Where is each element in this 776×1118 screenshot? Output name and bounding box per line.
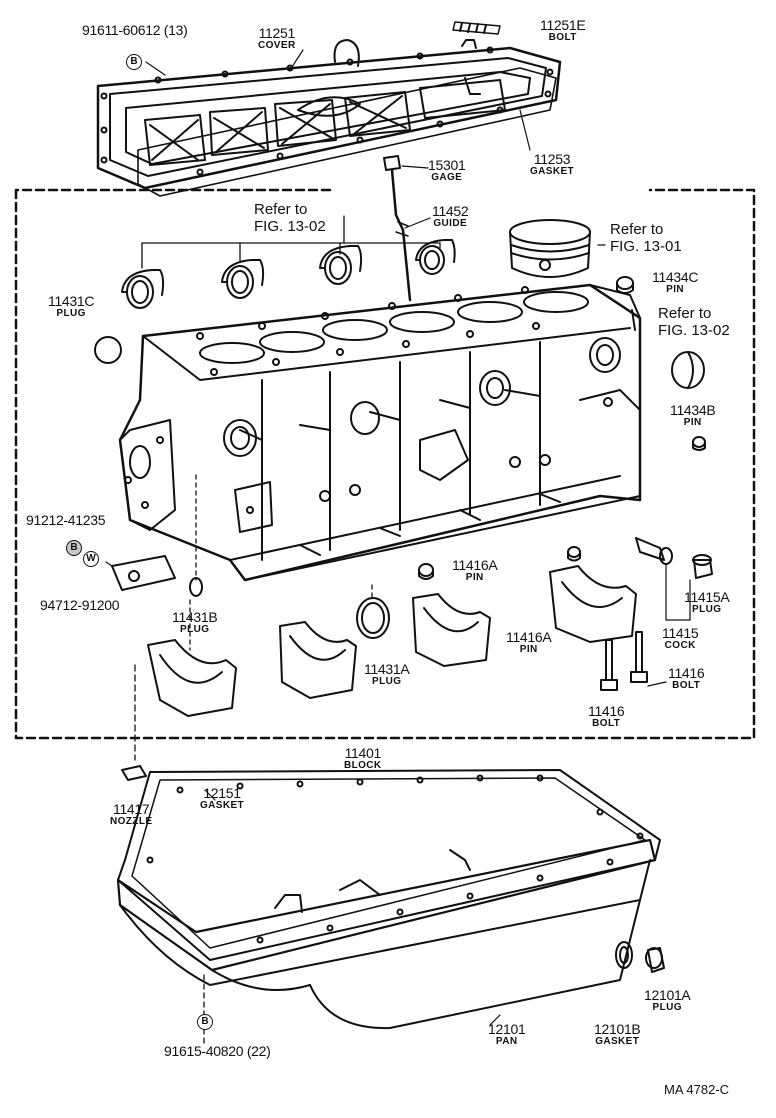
part-number: 12151 — [203, 785, 241, 801]
ref-fig-13-02-top: Refer to FIG. 13-02 — [254, 201, 326, 235]
part-name: PIN — [666, 284, 685, 295]
part-number: 11416 — [588, 703, 625, 719]
part-number: 11416A — [452, 557, 498, 573]
part-name: PLUG — [180, 624, 210, 635]
label-11251E: 11251E BOLT — [540, 17, 586, 43]
part-name: BOLT — [592, 718, 621, 729]
ref-fig-13-01: Refer to FIG. 13-01 — [610, 221, 682, 255]
part-name: COCK — [664, 640, 696, 651]
part-name: BOLT — [672, 680, 701, 691]
part-number: 11415A — [684, 589, 730, 605]
label-11401: 11401 BLOCK — [344, 746, 382, 771]
part-name: PLUG — [56, 308, 86, 319]
label-91611-60612: 91611-60612 (13) — [82, 22, 188, 38]
part-number: 12101A — [644, 987, 691, 1003]
part-number: 11431B — [172, 609, 218, 625]
label-11431B: 11431B PLUG — [172, 609, 218, 635]
part-number: 11416 — [668, 665, 705, 681]
part-number: 11431A — [364, 661, 410, 677]
part-name: GUIDE — [433, 218, 468, 229]
bolt-symbol: B — [66, 540, 82, 556]
assembly-boundary — [14, 188, 756, 740]
engine-block-drawing — [118, 283, 642, 761]
ref-line2: FIG. 13-02 — [254, 218, 326, 235]
part-name: PIN — [465, 572, 484, 583]
label-11431A: 11431A PLUG — [364, 661, 410, 687]
label-11415A: 11415A PLUG — [684, 589, 730, 615]
label-12101B: 12101B GASKET — [594, 1021, 641, 1047]
label-15301: 15301 GAGE — [428, 157, 466, 183]
part-number: 12101B — [594, 1021, 641, 1037]
label-91212-41235: 91212-41235 — [26, 512, 106, 528]
bolt-symbol: B — [126, 54, 142, 70]
bearing-caps-drawing — [147, 565, 637, 717]
part-number: 12101 — [488, 1021, 526, 1037]
part-name: PLUG — [692, 604, 722, 615]
label-11434C: 11434C PIN — [652, 269, 699, 295]
label-11431C: 11431C PLUG — [48, 293, 95, 319]
label-12101A: 12101A PLUG — [644, 987, 691, 1013]
ref-fig-13-02-right: Refer to FIG. 13-02 — [658, 305, 730, 339]
part-number: 94712-91200 — [40, 597, 120, 613]
label-11415: 11415 COCK — [662, 625, 699, 651]
ref-line1: Refer to — [254, 201, 308, 218]
part-number: 15301 — [428, 157, 466, 173]
part-name: BOLT — [548, 32, 577, 43]
dipstick-drawing — [383, 155, 431, 302]
part-number: 11431C — [48, 293, 95, 309]
oil-pan-drawing — [116, 765, 665, 1046]
label-12151: 12151 GASKET — [200, 786, 244, 811]
part-name: PIN — [519, 644, 538, 655]
valve-cover-drawing — [96, 21, 562, 197]
piston-drawing — [509, 219, 606, 278]
label-11452: 11452 GUIDE — [432, 203, 469, 229]
cam-bearings-drawing — [121, 215, 456, 309]
part-number: 11251E — [540, 17, 586, 33]
ref-line2: FIG. 13-02 — [658, 322, 730, 339]
part-number: 91615-40820 (22) — [164, 1043, 271, 1059]
part-number: 11434C — [652, 269, 699, 285]
bolt-symbol: B — [197, 1014, 213, 1030]
washer-symbol: W — [83, 551, 99, 567]
label-11417: 11417 NOZZLE — [110, 802, 152, 827]
part-name: GASKET — [595, 1036, 640, 1047]
part-name: GAGE — [431, 172, 463, 183]
part-number: 11452 — [432, 203, 469, 219]
part-number: 11415 — [662, 625, 699, 641]
part-name: PLUG — [652, 1002, 682, 1013]
label-94712-91200: 94712-91200 — [40, 597, 120, 613]
label-11416A-left: 11416A PIN — [506, 629, 552, 655]
part-number: 11416A — [506, 629, 552, 645]
label-11251: 11251 COVER — [258, 26, 296, 51]
part-name: NOZZLE — [110, 816, 153, 827]
part-number: 91611-60612 (13) — [82, 22, 188, 38]
part-name: BLOCK — [344, 760, 382, 771]
part-name: PLUG — [372, 676, 402, 687]
label-11416-right: 11416 BOLT — [668, 665, 705, 691]
figure-code: MA 4782-C — [664, 1082, 730, 1097]
part-name: PIN — [683, 417, 702, 428]
label-91615-40820: 91615-40820 (22) — [164, 1044, 271, 1058]
part-number: 11253 — [533, 151, 571, 167]
label-12101: 12101 PAN — [488, 1021, 526, 1047]
part-number: 11434B — [670, 402, 716, 418]
label-11253: 11253 GASKET — [530, 152, 574, 177]
part-name: COVER — [258, 40, 296, 51]
part-name: GASKET — [200, 800, 245, 811]
label-11416A-top: 11416A PIN — [452, 557, 498, 583]
part-number: 11401 — [344, 745, 382, 761]
ref-line1: Refer to — [658, 305, 712, 322]
part-number: 11251 — [258, 25, 296, 41]
part-number: 11417 — [113, 801, 150, 817]
part-name: GASKET — [530, 166, 575, 177]
part-number: 91212-41235 — [26, 512, 106, 528]
label-11434B: 11434B PIN — [670, 402, 716, 428]
label-11416-bottom: 11416 BOLT — [588, 703, 625, 729]
part-name: PAN — [495, 1036, 518, 1047]
ref-line1: Refer to — [610, 221, 664, 238]
ref-line2: FIG. 13-01 — [610, 238, 682, 255]
